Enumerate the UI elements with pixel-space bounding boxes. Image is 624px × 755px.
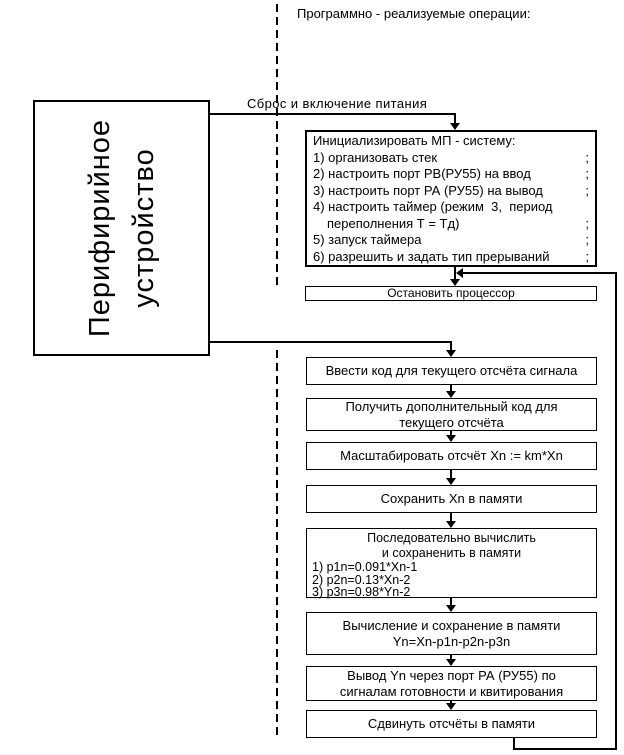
arrow-down-icon	[446, 391, 456, 398]
arrow-down-icon	[446, 703, 456, 710]
init-step: 1) организовать стек;	[313, 149, 589, 165]
flow-box-scale: Масштабировать отсчёт Xn := km*Xn	[306, 442, 597, 470]
init-title: Инициализировать МП - систему:	[313, 133, 516, 148]
feedback-top-horizontal	[463, 272, 617, 274]
arrow-down-icon	[446, 478, 456, 485]
connector	[450, 470, 452, 480]
flow-box-output-yn: Вывод Yn через порт РА (РУ55) по сигнала…	[306, 666, 597, 701]
connector	[450, 655, 452, 661]
reset-power-label: Сброс и включение питания	[247, 96, 428, 111]
flow-box-shift-samples: Сдвинуть отсчёты в памяти	[306, 710, 597, 738]
connector	[450, 431, 452, 437]
arrow-left-icon	[456, 268, 463, 278]
flow-box-input-code: Ввести код для текущего отсчёта сигнала	[306, 357, 597, 385]
connector-reset-vertical	[454, 113, 456, 125]
flow-box-extra-code: Получить дополнительный код для текущего…	[306, 398, 597, 431]
init-step: 4) настроить таймер (режим 3, период	[313, 199, 553, 214]
page-title: Программно - реализуемые операции:	[297, 6, 531, 21]
connector-init-halt	[454, 267, 456, 281]
init-step: переполнения Т = Тд);	[327, 215, 589, 231]
connector	[450, 598, 452, 607]
feedback-right-vertical	[615, 272, 617, 750]
arrow-down-icon	[446, 350, 456, 357]
peripheral-device-label: Перифирийное устройство	[84, 118, 160, 338]
feedback-exit-vertical	[513, 738, 515, 750]
connector-reset-horizontal	[210, 113, 456, 115]
arrow-down-icon	[446, 659, 456, 666]
boundary-dashed-line-bottom	[276, 350, 278, 736]
init-step: 2) настроить порт РВ(РУ55) на ввод;	[313, 166, 589, 181]
flow-box-compute-terms: Последовательно вычислить и сохраненить …	[306, 528, 597, 599]
init-mp-system-box: Инициализировать МП - систему: 1) органи…	[305, 130, 597, 267]
arrow-down-icon	[450, 123, 460, 130]
connector-interrupt-horizontal	[210, 341, 452, 343]
init-step: 3) настроить порт РА (РУ55) на вывод;	[313, 182, 589, 198]
arrow-down-icon	[450, 279, 460, 286]
halt-processor-box: Остановить процессор	[305, 286, 597, 301]
flow-box-save-xn: Сохранить Xn в памяти	[306, 485, 597, 513]
boundary-dashed-line-top	[276, 4, 278, 290]
arrow-down-icon	[446, 435, 456, 442]
init-step: 6) разрешить и задать тип прерываний;	[313, 248, 589, 264]
init-step: 5) запуск таймера;	[313, 232, 589, 247]
connector	[450, 513, 452, 523]
feedback-bottom-horizontal	[513, 748, 617, 750]
connector-interrupt-vertical	[450, 341, 452, 352]
arrow-down-icon	[446, 605, 456, 612]
arrow-down-icon	[446, 521, 456, 528]
flow-box-compute-yn: Вычисление и сохранение в памяти Yn=Xn-p…	[306, 612, 597, 655]
peripheral-device-box: Перифирийное устройство	[33, 100, 210, 356]
connector	[450, 385, 452, 393]
